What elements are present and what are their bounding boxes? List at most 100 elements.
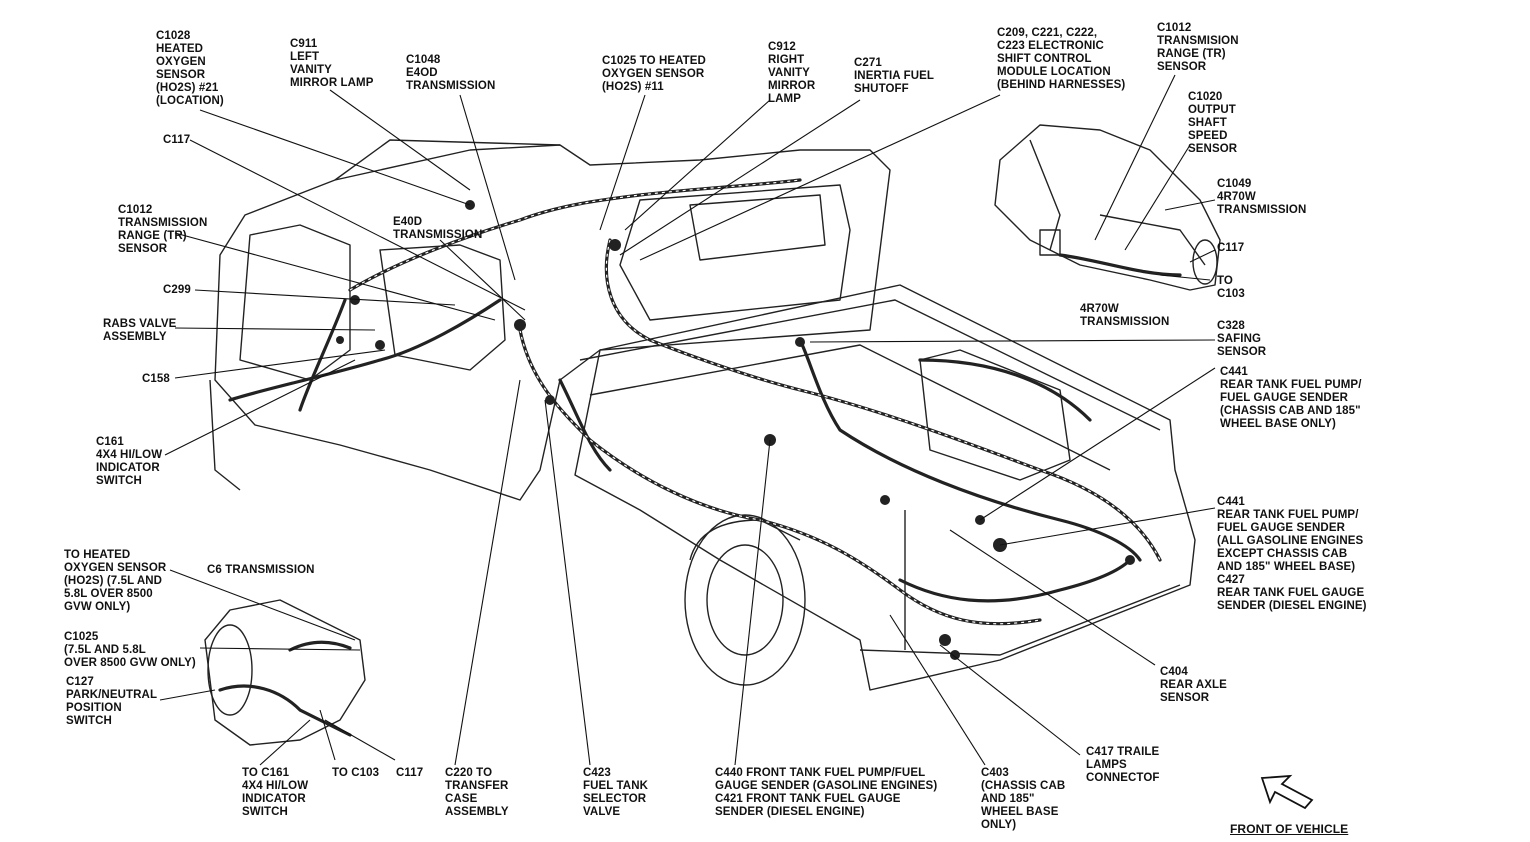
label-c127-line: SWITCH — [66, 715, 112, 727]
label-c117-bottom: C117 — [396, 767, 423, 780]
label-c1020-line: OUTPUT — [1188, 104, 1236, 116]
label-c271-line: INERTIA FUEL — [854, 70, 934, 82]
label-c417-line: C417 TRAILE — [1086, 746, 1160, 758]
label-c161-line: 4X4 HI/LOW — [96, 449, 163, 461]
label-c299: C299 — [163, 284, 191, 297]
label-c441-chassis-cab-line: WHEEL BASE ONLY) — [1220, 418, 1336, 430]
label-c271-line: SHUTOFF — [854, 83, 909, 95]
label-4r70w-line: TRANSMISSION — [1080, 316, 1170, 328]
label-c117-left-line: C117 — [163, 134, 191, 146]
label-c911-line: C911 — [290, 38, 318, 50]
label-c417-line: CONNECTOF — [1086, 772, 1160, 784]
label-c1012-left-line: TRANSMISSION — [118, 217, 208, 229]
label-c209-line: SHIFT CONTROL — [997, 53, 1092, 65]
label-c158-line: C158 — [142, 373, 170, 385]
label-to-heated-oxygen-line: OXYGEN SENSOR — [64, 562, 167, 574]
label-c440-line: SENDER (DIESEL ENGINE) — [715, 806, 865, 818]
label-c441-gasoline-line: (ALL GASOLINE ENGINES — [1217, 535, 1364, 547]
transmission-4r70w-illustration — [994, 124, 1221, 291]
label-c404-line: SENSOR — [1160, 692, 1210, 704]
label-c1028-line: C1028 — [156, 30, 191, 42]
label-c328-line: SAFING — [1217, 333, 1262, 345]
truck-body — [209, 139, 1196, 691]
label-c1012-right-line: RANGE (TR) — [1157, 48, 1226, 60]
label-c1049-line: 4R70W — [1217, 191, 1256, 203]
label-to-c103-right-line: C103 — [1217, 288, 1245, 300]
front-of-vehicle-arrow — [1260, 774, 1314, 810]
label-to-c161-line: 4X4 HI/LOW — [242, 780, 309, 792]
label-c441-chassis-cab-line: FUEL GAUGE SENDER — [1220, 392, 1349, 404]
label-c1048-line: TRANSMISSION — [406, 80, 496, 92]
label-rabs-valve-line: ASSEMBLY — [103, 331, 167, 343]
label-c441-chassis-cab-line: REAR TANK FUEL PUMP/ — [1220, 379, 1362, 391]
label-c441-gasoline-line: REAR TANK FUEL GAUGE — [1217, 587, 1365, 599]
label-c117-left: C117 — [163, 134, 190, 147]
label-c220-line: ASSEMBLY — [445, 806, 509, 818]
label-c423-line: SELECTOR — [583, 793, 647, 805]
label-c404-line: REAR AXLE — [1160, 679, 1227, 691]
label-to-c103-bottom-line: TO C103 — [332, 767, 380, 779]
label-c1012-right-line: TRANSMISION — [1157, 35, 1239, 47]
label-e40d-line: TRANSMISSION — [393, 229, 483, 241]
label-c441-chassis-cab-line: C441 — [1220, 366, 1248, 378]
label-c912-line: LAMP — [768, 93, 801, 105]
label-c1028-line: SENSOR — [156, 69, 206, 81]
label-c911-line: LEFT — [290, 51, 320, 63]
label-c6-transmission-line: C6 TRANSMISSION — [207, 564, 315, 576]
connector-markers — [336, 200, 1135, 660]
label-c1048-line: E4OD — [406, 67, 438, 79]
label-c1012-left-line: RANGE (TR) — [118, 230, 187, 242]
label-c209-line: C223 ELECTRONIC — [997, 40, 1104, 52]
label-c1020-line: SPEED — [1188, 130, 1228, 142]
label-c440-line: C440 FRONT TANK FUEL PUMP/FUEL — [715, 767, 926, 779]
label-c1025-top-line: OXYGEN SENSOR — [602, 68, 705, 80]
label-front-of-vehicle: FRONT OF VEHICLE — [1230, 823, 1348, 836]
label-to-c103-bottom: TO C103 — [332, 767, 379, 780]
wiring-harness — [228, 178, 1162, 626]
label-c403-line: AND 185" — [981, 793, 1035, 805]
label-c403-line: C403 — [981, 767, 1009, 779]
label-c1025-left-line: C1025 — [64, 631, 99, 643]
label-c912-line: VANITY — [768, 67, 810, 79]
label-c117-right: C117 — [1217, 242, 1244, 255]
label-c403-line: ONLY) — [981, 819, 1017, 831]
label-c912-line: RIGHT — [768, 54, 805, 66]
label-c404-line: C404 — [1160, 666, 1188, 678]
label-c403-line: WHEEL BASE — [981, 806, 1059, 818]
label-c440-line: GAUGE SENDER (GASOLINE ENGINES) — [715, 780, 938, 792]
label-c158: C158 — [142, 373, 170, 386]
label-c220-line: TRANSFER — [445, 780, 509, 792]
label-c117-right-line: C117 — [1217, 242, 1245, 254]
transmission-c6-illustration — [204, 599, 366, 746]
label-c423-line: FUEL TANK — [583, 780, 648, 792]
label-c1049-line: C1049 — [1217, 178, 1252, 190]
label-c1025-left-line: OVER 8500 GVW ONLY) — [64, 657, 196, 669]
label-c912-line: MIRROR — [768, 80, 816, 92]
label-c209-line: MODULE LOCATION — [997, 66, 1111, 78]
label-c117-bottom-line: C117 — [396, 767, 424, 779]
label-c403-line: (CHASSIS CAB — [981, 780, 1066, 792]
label-c423-line: C423 — [583, 767, 611, 779]
label-c441-gasoline-line: AND 185" WHEEL BASE) — [1217, 561, 1356, 573]
label-c1012-left-line: SENSOR — [118, 243, 168, 255]
